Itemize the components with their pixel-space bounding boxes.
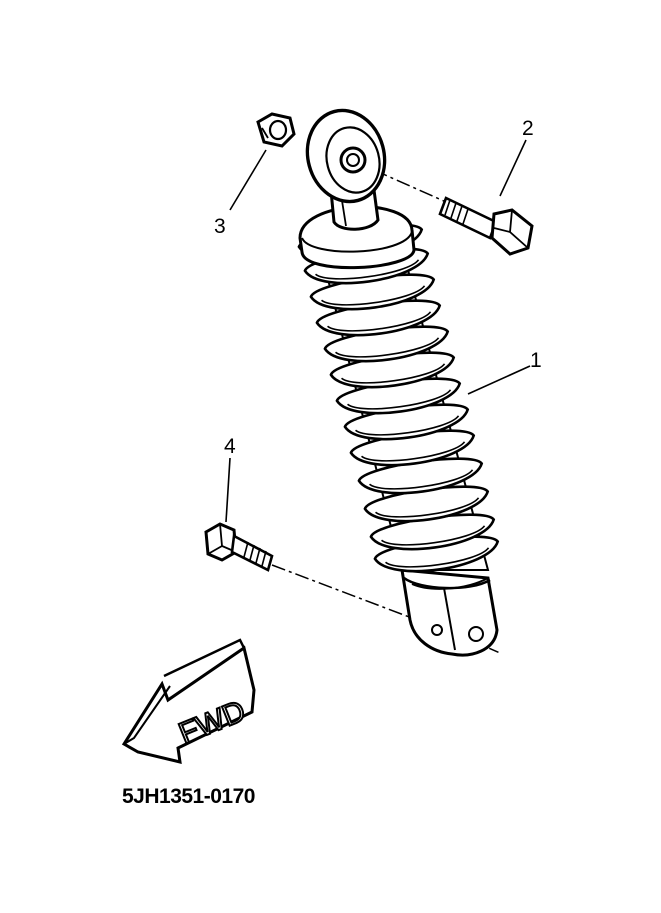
- callout-bolt-lower: 4: [224, 435, 236, 458]
- leader-bolt-upper: [499, 139, 527, 197]
- centerline-upper: [373, 169, 447, 203]
- leader-bolt-lower: [225, 457, 231, 523]
- bolt-lower: [204, 522, 274, 572]
- callout-nut: 3: [214, 215, 226, 238]
- callout-shock: 1: [530, 349, 542, 372]
- leader-nut: [229, 149, 267, 211]
- shock-absorber: [296, 108, 502, 657]
- bolt-upper: [438, 196, 534, 256]
- nut: [256, 112, 296, 148]
- upper-mount: [305, 108, 387, 231]
- leader-shock: [467, 365, 531, 395]
- upper-spring-seat: [298, 205, 416, 270]
- fwd-arrow: FWD: [121, 638, 256, 764]
- lower-mount: [400, 568, 499, 657]
- leader-lines: [225, 139, 531, 523]
- callout-bolt-upper: 2: [522, 117, 534, 140]
- coil-spring: [296, 217, 502, 580]
- diagram-part-code: 5JH1351-0170: [122, 785, 255, 808]
